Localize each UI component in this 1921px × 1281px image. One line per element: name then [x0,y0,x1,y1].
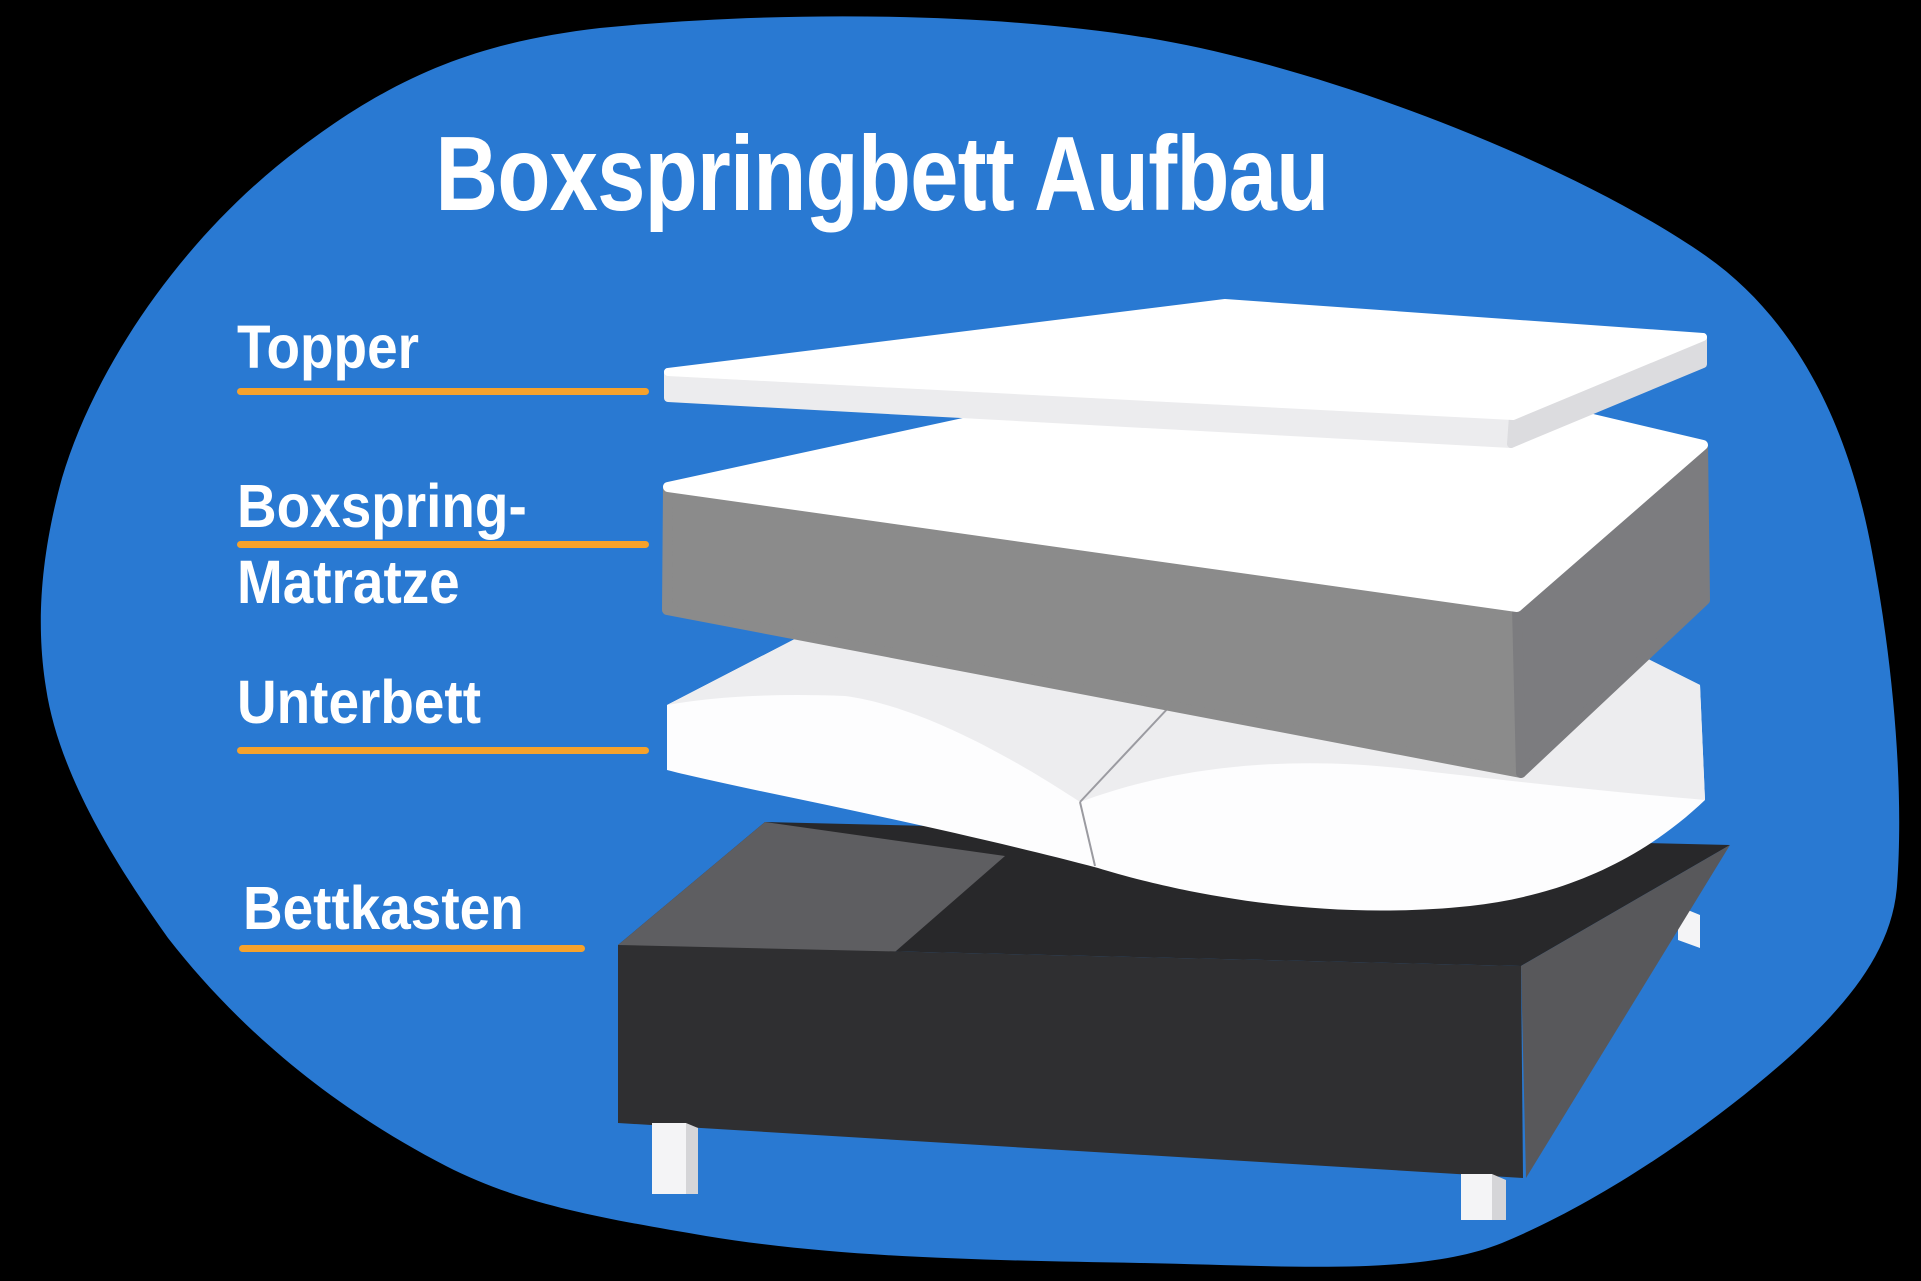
bed-leg-front-right [1461,1174,1492,1220]
layer-label-boxspring-matratze: Boxspring- Matratze [237,472,527,616]
bettkasten-right-face [1521,845,1730,1178]
bettkasten-layer [618,822,1730,1220]
unterbett-seam-front [1079,801,1096,867]
topper-top-face [664,299,1707,420]
layer-label-topper: Topper [237,313,419,381]
bed-leg-front-right-side [1492,1174,1506,1220]
topper-layer [664,299,1707,448]
bed-leg-front-left [652,1123,686,1194]
unterbett-label-underline [237,747,649,754]
layer-label-unterbett: Unterbett [237,668,481,736]
topper-label-underline [237,388,649,395]
bed-leg-front-left-side [686,1123,698,1194]
bettkasten-front-face [618,945,1523,1178]
boxspring-label-underline [237,541,649,548]
bettkasten-label-underline [239,945,585,952]
page-title: Boxspringbett Aufbau [435,115,1329,233]
bettkasten-top-highlight [618,822,1005,958]
layer-label-bettkasten: Bettkasten [243,874,524,942]
